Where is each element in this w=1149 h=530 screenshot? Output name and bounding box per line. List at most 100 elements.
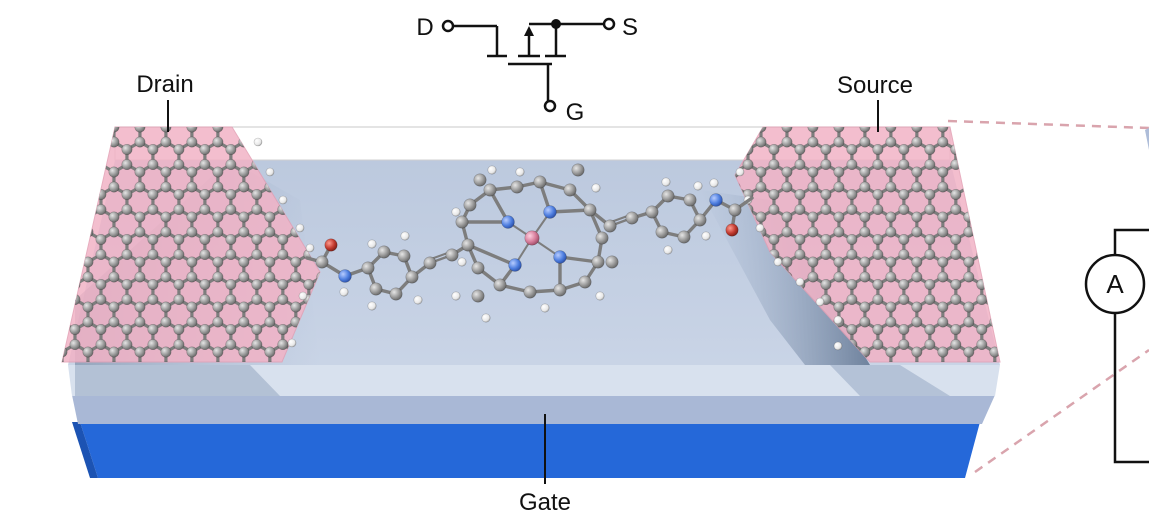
carbon-atom (898, 189, 910, 201)
carbon-atom (186, 271, 198, 283)
carbon-atom (820, 204, 832, 216)
carbon-atom (186, 226, 198, 238)
carbon-atom (389, 287, 403, 301)
carbon-atom (833, 136, 845, 148)
carbon-atom (186, 346, 198, 358)
carbon-atom (885, 271, 897, 283)
carbon-atom (134, 256, 146, 268)
carbon-atom (199, 293, 211, 305)
carbon-atom (290, 301, 302, 313)
hydrogen-atom (457, 257, 467, 267)
carbon-atom (212, 271, 224, 283)
carbon-atom (781, 127, 793, 133)
carbon-atom (95, 234, 107, 246)
carbon-atom (807, 211, 819, 223)
carbon-atom (251, 249, 263, 261)
carbon-atom (833, 226, 845, 238)
hydrogen-atom (773, 257, 783, 267)
carbon-atom (1016, 257, 1026, 267)
carbon-atom (510, 180, 524, 194)
carbon-atom (937, 271, 949, 283)
hydrogen-atom (833, 315, 843, 325)
carbon-atom (264, 211, 276, 223)
carbon-atom (173, 234, 185, 246)
carbon-atom (199, 204, 211, 216)
hydrogen-atom (515, 167, 525, 177)
ammeter-icon (1084, 253, 1146, 315)
carbon-atom (82, 166, 94, 178)
carbon-atom (885, 316, 897, 328)
carbon-atom (846, 189, 858, 201)
carbon-atom (755, 181, 767, 193)
carbon-atom (963, 181, 975, 193)
carbon-atom (1016, 137, 1026, 147)
carbon-atom (846, 144, 858, 156)
carbon-atom (121, 204, 133, 216)
carbon-atom (768, 234, 780, 246)
carbon-atom (423, 256, 437, 270)
carbon-atom (147, 278, 159, 290)
carbon-atom (885, 346, 897, 358)
carbon-atom (937, 301, 949, 313)
carbon-atom (147, 323, 159, 335)
carbon-atom (225, 159, 237, 171)
carbon-atom (1003, 339, 1013, 349)
carbon-atom (645, 205, 659, 219)
carbon-atom (677, 230, 691, 244)
carbon-atom (212, 256, 224, 268)
carbon-atom (833, 301, 845, 313)
carbon-atom (937, 181, 949, 193)
carbon-atom (95, 278, 107, 290)
carbon-atom (121, 159, 133, 171)
carbon-atom (989, 211, 1000, 223)
carbon-atom (846, 204, 858, 216)
carbon-atom (238, 166, 250, 178)
carbon-atom (186, 211, 198, 223)
hydrogen-atom (755, 223, 765, 233)
measurement-circuit (1084, 128, 1149, 464)
carbon-atom (885, 211, 897, 223)
dielectric-layer (72, 395, 995, 424)
carbon-atom (1003, 324, 1013, 334)
carbon-atom (212, 361, 224, 362)
carbon-atom (1003, 159, 1013, 169)
carbon-atom (361, 261, 375, 275)
carbon-atom (225, 338, 237, 350)
carbon-atom (859, 226, 871, 238)
hydrogen-atom (661, 177, 671, 187)
carbon-atom (794, 189, 806, 201)
carbon-atom (62, 301, 68, 313)
hydrogen-atom (298, 291, 308, 301)
carbon-atom (846, 293, 858, 305)
carbon-atom (937, 127, 949, 133)
carbon-atom (603, 219, 617, 233)
carbon-atom (898, 338, 910, 350)
carbon-atom (62, 166, 68, 178)
carbon-atom (238, 226, 250, 238)
carbon-atom (147, 144, 159, 156)
carbon-atom (212, 127, 224, 133)
carbon-atom (976, 338, 988, 350)
carbon-atom (225, 278, 237, 290)
carbon-atom (911, 316, 923, 328)
carbon-atom (69, 204, 81, 216)
carbon-atom (833, 271, 845, 283)
carbon-atom (121, 293, 133, 305)
carbon-atom (885, 136, 897, 148)
carbon-atom (471, 289, 485, 303)
carbon-atom (1016, 182, 1026, 192)
carbon-atom (976, 189, 988, 201)
carbon-atom (911, 136, 923, 148)
carbon-atom (463, 198, 477, 212)
hydrogen-atom (339, 287, 349, 297)
carbon-atom (625, 211, 639, 225)
source-terminal-label: S (622, 14, 638, 41)
carbon-atom (898, 249, 910, 261)
carbon-atom (885, 361, 897, 362)
carbon-atom (898, 293, 910, 305)
carbon-atom (95, 159, 107, 171)
carbon-atom (989, 166, 1000, 178)
carbon-atom (277, 323, 289, 335)
carbon-atom (781, 211, 793, 223)
carbon-atom (1016, 272, 1026, 282)
